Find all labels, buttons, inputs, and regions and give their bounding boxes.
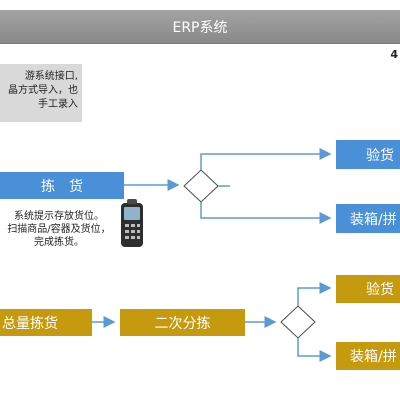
pick-desc-line-1: 系统提示存放货位。 [14,211,104,222]
window-title-bar: ERP系统 [0,10,400,44]
pick-step-label: 拣 货 [41,178,83,195]
decision-diamond-bottom [280,305,316,339]
arrow-to-pack-top [200,202,332,224]
secondary-sort-step-label: 二次分拣 [154,315,211,332]
decision-diamond-top [183,169,219,203]
pick-step-box[interactable]: 拣 货 [0,172,124,199]
arrow-to-inspect-bottom [297,282,332,306]
handheld-scanner-icon [121,199,143,247]
arrow-to-pack-bottom [297,338,332,362]
corner-mark: 4 [390,48,398,61]
arrow-to-inspect-top [200,148,332,170]
inspect-step-box-bottom[interactable]: 验货 [336,275,400,303]
window-title: ERP系统 [172,19,228,36]
import-note: 游系统接口, 晶方式导入，也 手工录入 [0,64,82,122]
inspect-step-label-bottom: 验货 [366,282,394,298]
bulk-pick-step-label: 总量拣货 [2,315,58,332]
note-line-2: 晶方式导入，也 [8,85,78,96]
pack-step-label-bottom: 装箱/拼 [350,349,397,365]
bulk-pick-step-box[interactable]: 总量拣货 [0,309,92,336]
pick-desc-line-2: 扫描商品/容器及货位， [7,224,111,235]
pack-step-box-bottom[interactable]: 装箱/拼 [336,342,400,370]
pick-description: 系统提示存放货位。 扫描商品/容器及货位， 完成拣货。 [0,210,118,249]
pick-desc-line-3: 完成拣货。 [34,237,84,248]
secondary-sort-step-box[interactable]: 二次分拣 [120,309,245,336]
pack-step-box-top[interactable]: 装箱/拼 [336,204,400,233]
inspect-step-box-top[interactable]: 验货 [336,140,400,169]
note-line-1: 游系统接口, [24,71,78,82]
note-line-3: 手工录入 [38,99,78,110]
pack-step-label-top: 装箱/拼 [350,211,397,228]
inspect-step-label-top: 验货 [366,147,394,164]
